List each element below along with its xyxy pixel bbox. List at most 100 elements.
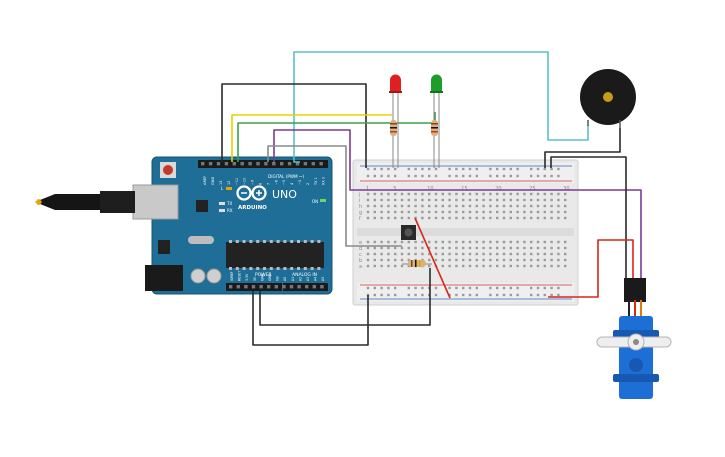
breadboard-hole[interactable] (434, 258, 438, 262)
breadboard-hole[interactable] (462, 264, 465, 268)
breadboard-hole[interactable] (502, 258, 506, 262)
breadboard-hole[interactable] (407, 258, 410, 262)
led-green[interactable] (430, 74, 443, 169)
breadboard-hole[interactable] (448, 192, 451, 196)
breadboard-hole[interactable] (543, 246, 546, 250)
breadboard-hole[interactable] (407, 167, 410, 171)
breadboard-hole[interactable] (366, 286, 370, 290)
breadboard-hole[interactable] (550, 204, 553, 208)
breadboard-hole[interactable] (428, 258, 431, 262)
breadboard-hole[interactable] (530, 240, 533, 244)
breadboard-hole[interactable] (502, 246, 506, 250)
breadboard-hole[interactable] (366, 246, 370, 250)
breadboard-hole[interactable] (380, 240, 383, 244)
breadboard-hole[interactable] (462, 258, 465, 262)
breadboard-hole[interactable] (400, 264, 404, 268)
breadboard-hole[interactable] (523, 192, 526, 196)
breadboard-hole[interactable] (448, 286, 451, 290)
breadboard-hole[interactable] (462, 192, 465, 196)
breadboard-hole[interactable] (387, 216, 390, 220)
breadboard-hole[interactable] (434, 240, 438, 244)
breadboard-hole[interactable] (489, 246, 492, 250)
breadboard-hole[interactable] (414, 198, 417, 202)
breadboard-hole[interactable] (475, 204, 478, 208)
breadboard-hole[interactable] (543, 293, 546, 297)
breadboard-hole[interactable] (462, 252, 465, 256)
breadboard-hole[interactable] (536, 240, 540, 244)
breadboard-hole[interactable] (468, 174, 472, 178)
breadboard-hole[interactable] (407, 252, 410, 256)
breadboard-hole[interactable] (434, 167, 438, 171)
breadboard-hole[interactable] (407, 246, 410, 250)
header-pin[interactable] (312, 285, 316, 289)
breadboard-hole[interactable] (523, 240, 526, 244)
breadboard-hole[interactable] (536, 252, 540, 256)
breadboard-hole[interactable] (428, 252, 431, 256)
breadboard-hole[interactable] (550, 293, 553, 297)
breadboard-hole[interactable] (550, 252, 553, 256)
breadboard-hole[interactable] (530, 264, 533, 268)
breadboard-hole[interactable] (428, 246, 431, 250)
breadboard-hole[interactable] (400, 246, 404, 250)
breadboard-hole[interactable] (387, 174, 390, 178)
push-button[interactable] (401, 225, 416, 240)
breadboard-hole[interactable] (400, 258, 404, 262)
breadboard-hole[interactable] (448, 216, 451, 220)
breadboard-hole[interactable] (502, 216, 506, 220)
breadboard-hole[interactable] (502, 252, 506, 256)
breadboard-hole[interactable] (414, 192, 417, 196)
breadboard-hole[interactable] (530, 258, 533, 262)
breadboard-hole[interactable] (468, 258, 472, 262)
breadboard-hole[interactable] (366, 174, 370, 178)
breadboard-hole[interactable] (543, 210, 546, 214)
breadboard-hole[interactable] (414, 293, 417, 297)
breadboard-hole[interactable] (550, 240, 553, 244)
breadboard-hole[interactable] (550, 258, 553, 262)
breadboard-hole[interactable] (414, 252, 417, 256)
led-red[interactable] (389, 74, 402, 169)
breadboard-hole[interactable] (536, 210, 540, 214)
breadboard-hole[interactable] (373, 192, 376, 196)
breadboard-hole[interactable] (455, 252, 458, 256)
breadboard-hole[interactable] (496, 204, 499, 208)
breadboard-hole[interactable] (387, 252, 390, 256)
breadboard-hole[interactable] (434, 216, 438, 220)
breadboard-hole[interactable] (530, 204, 533, 208)
breadboard-hole[interactable] (421, 167, 424, 171)
wire-green[interactable] (237, 112, 436, 162)
breadboard-hole[interactable] (455, 240, 458, 244)
breadboard-hole[interactable] (564, 198, 567, 202)
breadboard-hole[interactable] (516, 293, 519, 297)
breadboard-hole[interactable] (434, 246, 438, 250)
breadboard-hole[interactable] (475, 246, 478, 250)
breadboard-hole[interactable] (496, 192, 499, 196)
breadboard-hole[interactable] (516, 192, 519, 196)
header-pin[interactable] (282, 285, 286, 289)
arduino-board[interactable]: UNO ARDUINO DIGITAL (PWM ~) POWER ANALOG… (35, 156, 333, 295)
breadboard-hole[interactable] (536, 204, 540, 208)
breadboard-hole[interactable] (387, 293, 390, 297)
breadboard-hole[interactable] (366, 258, 370, 262)
breadboard-hole[interactable] (441, 192, 444, 196)
breadboard-hole[interactable] (448, 210, 451, 214)
breadboard-hole[interactable] (373, 167, 376, 171)
breadboard-hole[interactable] (523, 246, 526, 250)
header-pin[interactable] (236, 285, 240, 289)
header-pin[interactable] (224, 162, 229, 166)
breadboard-hole[interactable] (414, 286, 417, 290)
breadboard-hole[interactable] (530, 198, 533, 202)
breadboard-hole[interactable] (543, 198, 546, 202)
breadboard-hole[interactable] (475, 216, 478, 220)
breadboard-hole[interactable] (502, 192, 506, 196)
breadboard-hole[interactable] (387, 258, 390, 262)
breadboard-hole[interactable] (509, 240, 512, 244)
header-pin[interactable] (229, 285, 233, 289)
breadboard-hole[interactable] (523, 198, 526, 202)
breadboard-hole[interactable] (373, 264, 376, 268)
breadboard-hole[interactable] (543, 286, 546, 290)
breadboard-hole[interactable] (530, 246, 533, 250)
breadboard-hole[interactable] (496, 252, 499, 256)
breadboard-hole[interactable] (366, 192, 370, 196)
breadboard-hole[interactable] (448, 240, 451, 244)
header-pin[interactable] (305, 285, 309, 289)
